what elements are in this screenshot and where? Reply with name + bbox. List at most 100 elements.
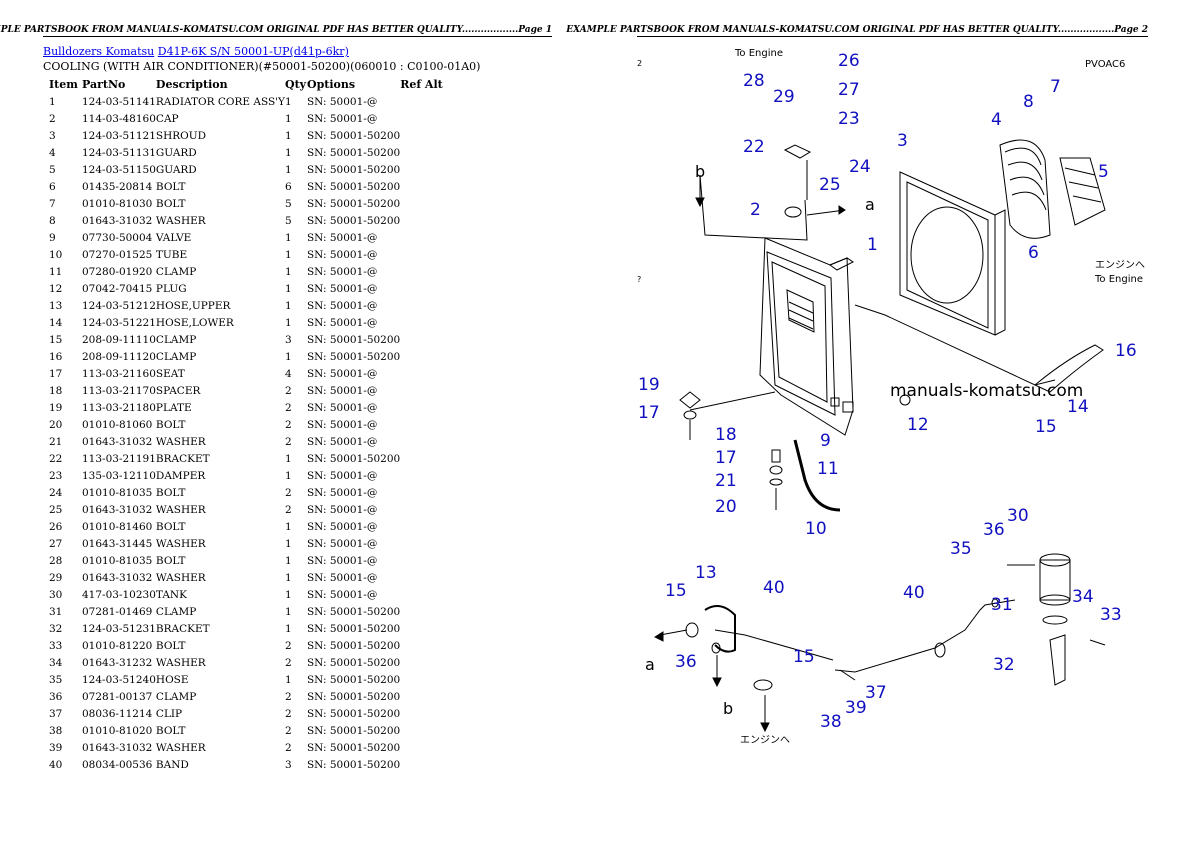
item-cell: 6 [49, 180, 56, 193]
ref-alt-cell [400, 263, 445, 280]
description-cell: PLATE [155, 401, 192, 414]
description-cell: WASHER [155, 741, 206, 754]
qty-cell: 2 [284, 707, 292, 720]
tank-drawing [714, 553, 1071, 686]
description-cell: HOSE,UPPER [155, 299, 231, 312]
options-cell: SN: 50001-@ [306, 469, 378, 482]
ref-alt-cell [400, 178, 445, 195]
callout-16: 16 [1115, 341, 1137, 361]
item-cell: 38 [49, 724, 63, 737]
qty-cell: 2 [284, 741, 292, 754]
description-cell: BRACKET [155, 622, 210, 635]
page-header: EXAMPLE PARTSBOOK FROM MANUALS-KOMATSU.C… [566, 25, 1148, 35]
partno-cell: 208-09-11110 [82, 333, 156, 346]
callout-15: 15 [1035, 417, 1057, 437]
item-cell: 1 [49, 95, 56, 108]
partno-cell: 208-09-11120 [82, 350, 156, 363]
item-cell: 15 [49, 333, 63, 346]
partno-cell: 124-03-51131 [82, 146, 156, 159]
description-cell: SHROUD [155, 129, 207, 142]
item-cell: 3 [49, 129, 56, 142]
qty-cell: 1 [284, 673, 292, 686]
partno-cell: 01643-31032 [82, 503, 153, 516]
partno-cell: 07281-01469 [82, 605, 153, 618]
callout-34: 34 [1072, 587, 1094, 607]
qty-cell: 1 [284, 265, 292, 278]
item-cell: 37 [49, 707, 63, 720]
options-cell: SN: 50001-50200 [306, 605, 401, 618]
ref-alt-cell [400, 654, 445, 671]
options-cell: SN: 50001-50200 [306, 724, 401, 737]
description-cell: PLUG [155, 282, 187, 295]
partno-cell: 124-03-51221 [82, 316, 156, 329]
description-cell: CLAMP [155, 690, 197, 703]
description-cell: GUARD [155, 146, 197, 159]
options-cell: SN: 50001-@ [306, 503, 378, 516]
partno-cell: 124-03-51150 [82, 163, 156, 176]
qty-cell: 2 [284, 656, 292, 669]
options-cell: SN: 50001-50200 [306, 673, 401, 686]
description-cell: VALVE [155, 231, 192, 244]
item-cell: 32 [49, 622, 63, 635]
description-cell: SEAT [155, 367, 185, 380]
watermark: manuals-komatsu.com [890, 381, 1083, 401]
item-cell: 7 [49, 197, 56, 210]
options-cell: SN: 50001-@ [306, 282, 378, 295]
item-cell: 8 [49, 214, 56, 227]
partno-cell: 417-03-10230 [82, 588, 156, 601]
qty-cell: 1 [284, 469, 292, 482]
ref-alt-cell [400, 246, 445, 263]
qty-cell: 2 [284, 384, 292, 397]
arrow-a-label-bottom: a [645, 655, 655, 674]
options-cell: SN: 50001-@ [306, 401, 378, 414]
qty-cell: 3 [284, 333, 292, 346]
ref-alt-cell [400, 756, 445, 773]
description-cell: BOLT [155, 486, 186, 499]
item-cell: 33 [49, 639, 63, 652]
guards-drawing [999, 139, 1106, 239]
table-header-row: Item PartNo Description Qty Options Ref … [45, 76, 445, 93]
callout-5: 5 [1098, 162, 1109, 182]
breadcrumb-link-category[interactable]: Bulldozers Komatsu [43, 45, 155, 58]
partno-cell: 114-03-48160 [82, 112, 156, 125]
overflow-line [699, 174, 808, 241]
qty-cell: 1 [284, 299, 292, 312]
options-cell: SN: 50001-50200 [306, 180, 401, 193]
ref-alt-cell [400, 620, 445, 637]
qty-cell: 1 [284, 571, 292, 584]
options-cell: SN: 50001-50200 [306, 163, 401, 176]
qty-cell: 3 [284, 758, 292, 771]
partno-cell: 01010-81060 [82, 418, 153, 431]
item-cell: 26 [49, 520, 63, 533]
ref-alt-cell [400, 331, 445, 348]
item-cell: 25 [49, 503, 63, 516]
diagram-code: PVOAC6 [1085, 59, 1125, 70]
qty-cell: 2 [284, 435, 292, 448]
breadcrumb-link-model[interactable]: D41P-6K S/N 50001-UP(d41p-6kr) [157, 45, 349, 58]
item-cell: 20 [49, 418, 63, 431]
partno-cell: 01643-31445 [82, 537, 153, 550]
item-cell: 40 [49, 758, 63, 771]
arrow-b-label-bottom: b [723, 699, 733, 718]
description-cell: BOLT [155, 418, 186, 431]
ref-alt-cell [400, 229, 445, 246]
callout-7: 7 [1050, 77, 1061, 97]
options-cell: SN: 50001-50200 [306, 214, 401, 227]
callout-22: 22 [743, 137, 765, 157]
ref-alt-cell [400, 382, 445, 399]
column-header-qty: Qty [284, 78, 307, 91]
item-cell: 34 [49, 656, 63, 669]
callout-3: 3 [897, 131, 908, 151]
description-cell: BOLT [155, 724, 186, 737]
partno-cell: 113-03-21170 [82, 384, 156, 397]
callout-40: 40 [903, 583, 925, 603]
